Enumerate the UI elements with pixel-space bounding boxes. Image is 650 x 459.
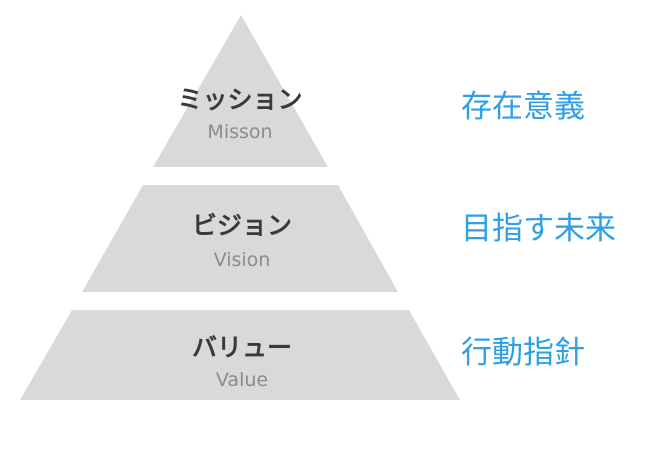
tier-value-shape	[20, 310, 460, 400]
tier-vision: ビジョン Vision	[82, 185, 398, 292]
tier-vision-shape	[82, 185, 398, 292]
tier-value-subtitle: Value	[216, 369, 268, 391]
tier-mission-subtitle: Misson	[207, 121, 272, 143]
tier-vision-title: ビジョン	[192, 211, 292, 240]
tier-vision-subtitle: Vision	[214, 249, 271, 271]
tier-value-title: バリュー	[192, 333, 292, 362]
tier-value-description: 行動指針	[461, 335, 585, 371]
tier-vision-description: 目指す未来	[461, 211, 616, 247]
tier-value: バリュー Value	[20, 310, 460, 400]
tier-mission: ミッション Misson	[153, 15, 328, 167]
tier-mission-description: 存在意義	[461, 89, 585, 125]
tier-mission-title: ミッション	[177, 85, 302, 114]
tier-mission-shape	[153, 15, 328, 167]
